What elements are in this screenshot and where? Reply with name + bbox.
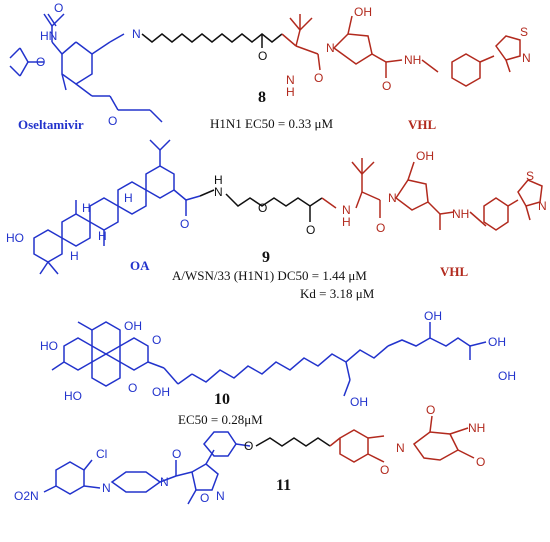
label-vhl-9: VHL (440, 264, 469, 279)
atom-h-n: H (214, 173, 223, 187)
activity-9-kd: Kd = 3.18 μM (300, 286, 375, 301)
vhl-moiety-8: H N O OH N O NH S N VHL (281, 5, 531, 132)
atom-oh-allyl: OH (350, 395, 368, 409)
atom-oh: OH (354, 5, 372, 19)
atom-s-9: S (526, 169, 534, 183)
atom-h-peptide: H (286, 85, 295, 99)
atom-n-h: N (214, 185, 223, 199)
atom-o-1: O (152, 333, 161, 347)
atom-n-peptide: N (286, 73, 295, 87)
atom-h-peptide-9: H (342, 215, 351, 229)
atom-n-pro: N (326, 41, 335, 55)
atom-o-c: O (180, 217, 189, 231)
atom-h2: H (124, 191, 133, 205)
activity-9-dc50: A/WSN/33 (H1N1) DC50 = 1.44 μM (172, 268, 367, 283)
oseltamivir-moiety: HN O O O N Oseltamivir (9, 1, 163, 132)
atom-ho-left: HO (40, 339, 58, 353)
atom-oh-9: OH (416, 149, 434, 163)
linker-9: N H O O (199, 173, 323, 237)
atom-oh-end: OH (498, 369, 516, 383)
atom-n-imide: N (396, 441, 405, 455)
atom-nh-vhl-9: NH (452, 207, 469, 221)
compound-number-10: 10 (214, 391, 230, 408)
atom-o-amide: O (258, 49, 267, 63)
atom-o-ester: O (108, 114, 117, 128)
linker-8: O (141, 33, 283, 63)
compound-number-8: 8 (258, 89, 266, 106)
atom-no2: O2N (14, 489, 39, 503)
atom-ho: HO (6, 231, 24, 245)
label-oa: OA (130, 258, 150, 273)
atom-h3: H (98, 229, 107, 243)
label-vhl-8: VHL (408, 117, 437, 132)
atom-oh-mid: OH (152, 385, 170, 399)
atom-s: S (520, 25, 528, 39)
atom-o-amide-9: O (306, 223, 315, 237)
atom-h1: H (82, 201, 91, 215)
atom-nh-vhl: NH (404, 53, 421, 67)
atom-o-2: O (128, 381, 137, 395)
atom-n-iso: N (216, 489, 225, 503)
atom-n-thz-9: N (538, 199, 547, 213)
vhl-moiety-9: N H O OH N NH S N VHL (321, 149, 547, 279)
atom-oh-chain2: OH (488, 335, 506, 349)
atom-o-ether: O (36, 55, 45, 69)
compound-10: OH HO O O HO OH OH OH OH OH 10 EC50 = 0.… (40, 309, 516, 427)
atom-hn: HN (40, 29, 57, 43)
atom-oh-top: OH (124, 319, 142, 333)
compound-number-9: 9 (262, 249, 270, 266)
atom-cl: Cl (96, 447, 107, 461)
atom-nh: NH (468, 421, 485, 435)
label-oseltamivir: Oseltamivir (18, 117, 84, 132)
atom-n-pro-9: N (388, 191, 397, 205)
atom-oh-chain1: OH (424, 309, 442, 323)
compound-9: HO H H H H O OA N H O O (6, 139, 547, 301)
atom-o-ether-11: O (244, 439, 253, 453)
atom-o-2-11: O (476, 455, 485, 469)
atom-o-ether-9: O (258, 201, 267, 215)
atom-o-pro: O (382, 79, 391, 93)
oa-moiety: HO H H H H O OA (6, 139, 201, 275)
atom-n2: N (160, 475, 169, 489)
atom-o-pro-9: O (376, 221, 385, 235)
activity-8: H1N1 EC50 = 0.33 μM (210, 116, 333, 131)
compound-number-11: 11 (276, 477, 291, 494)
atom-n1: N (102, 481, 111, 495)
compound-8: HN O O O N Oseltamivir O (9, 1, 531, 132)
atom-o-1-11: O (426, 403, 435, 417)
atom-o-ring: O (314, 71, 323, 85)
compound-11: Cl O2N N N O N O O N O NH O O 11 (14, 403, 485, 505)
atom-o-c-11: O (172, 447, 181, 461)
atom-o-imide: O (380, 463, 389, 477)
atom-o-iso: O (200, 491, 209, 505)
atom-n-linker: N (132, 27, 141, 41)
atom-h4: H (70, 249, 79, 263)
activity-10: EC50 = 0.28μM (178, 412, 263, 427)
atom-n-thz: N (522, 51, 531, 65)
atom-ho-bottom: HO (64, 389, 82, 403)
atom-n-peptide-9: N (342, 203, 351, 217)
atom-o-carbonyl: O (54, 1, 63, 15)
